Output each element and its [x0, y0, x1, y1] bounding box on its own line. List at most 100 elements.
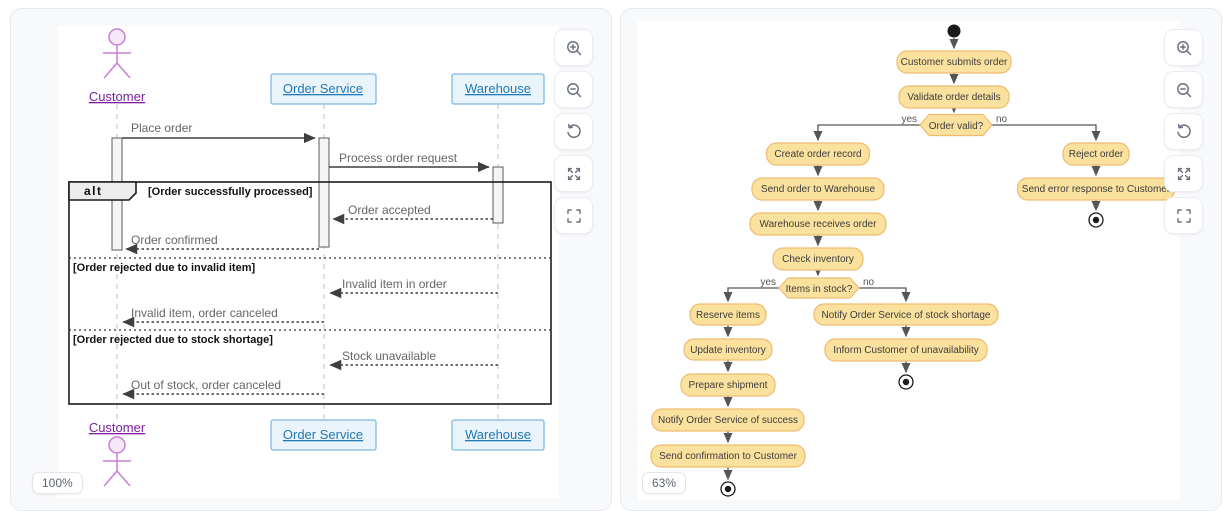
alt-operator-label: alt: [84, 184, 103, 198]
participant-warehouse-bottom: Warehouse: [451, 419, 545, 451]
branch-label-yes: yes: [901, 114, 917, 125]
activity-node: Notify Order Service of stock shortage: [813, 303, 999, 326]
right-toolbar: [1164, 29, 1203, 234]
message-label: Invalid item in order: [342, 277, 447, 291]
alt-operator-pentagon: [68, 181, 137, 201]
message-label: Order confirmed: [131, 233, 218, 247]
activity-diagram-panel: Customer submits order Validate order de…: [620, 8, 1222, 511]
zoom-level-badge: 100%: [32, 472, 83, 494]
activation-order-service: [318, 137, 330, 248]
activity-node: Prepare shipment: [680, 373, 776, 397]
svg-text:Update inventory: Update inventory: [690, 345, 766, 356]
left-toolbar: [554, 29, 593, 234]
activity-node: Notify Order Service of success: [651, 408, 805, 432]
reset-view-icon: [566, 123, 581, 138]
final-node: [1088, 212, 1104, 228]
svg-text:Reject order: Reject order: [1069, 149, 1124, 160]
alt-fragment: alt [Order successfully processed] [Orde…: [68, 181, 552, 405]
activity-node: Warehouse receives order: [749, 212, 887, 236]
participant-label: Order Service: [283, 81, 363, 96]
expand-button[interactable]: [1164, 155, 1203, 192]
start-node: [947, 24, 961, 38]
participant-order-service-bottom: Order Service: [270, 419, 377, 451]
participant-warehouse-top: Warehouse: [451, 73, 545, 105]
activity-node: Create order record: [765, 142, 871, 166]
message-label: Place order: [131, 121, 192, 135]
svg-text:Create order record: Create order record: [774, 149, 861, 160]
alt-condition-3: [Order rejected due to stock shortage]: [73, 334, 273, 346]
participant-label: Warehouse: [465, 427, 531, 442]
svg-text:Notify Order Service of succes: Notify Order Service of success: [658, 415, 798, 426]
svg-text:Warehouse receives order: Warehouse receives order: [760, 219, 878, 230]
sequence-diagram-panel: alt [Order successfully processed] [Orde…: [10, 8, 612, 511]
message-label: Invalid item, order canceled: [131, 306, 278, 320]
activity-diagram: Customer submits order Validate order de…: [650, 24, 1176, 497]
activity-node: Send error response to Customer: [1016, 177, 1176, 201]
actor-label: Customer: [89, 89, 146, 104]
activity-node: Customer submits order: [896, 50, 1012, 74]
branch-label-no: no: [996, 114, 1008, 125]
activity-diagram-canvas[interactable]: Customer submits order Validate order de…: [638, 21, 1180, 500]
actor-customer-top: Customer: [89, 28, 146, 104]
svg-text:Check inventory: Check inventory: [782, 254, 854, 265]
zoom-out-button[interactable]: [1164, 71, 1203, 108]
message-label: Stock unavailable: [342, 349, 436, 363]
svg-text:Prepare shipment: Prepare shipment: [689, 380, 768, 391]
activity-flow-arrows: [723, 38, 1101, 481]
fullscreen-icon: [1176, 208, 1191, 223]
final-node: [720, 481, 736, 497]
zoom-out-icon: [1176, 82, 1191, 97]
activation-warehouse: [492, 166, 504, 224]
participant-label: Order Service: [283, 427, 363, 442]
alt-condition-1: [Order successfully processed]: [148, 186, 313, 198]
zoom-out-button[interactable]: [554, 71, 593, 108]
fullscreen-icon: [566, 208, 581, 223]
reset-view-button[interactable]: [1164, 113, 1203, 150]
svg-text:Customer submits order: Customer submits order: [901, 57, 1008, 68]
svg-text:Validate order details: Validate order details: [907, 92, 1000, 103]
activity-node: Check inventory: [772, 247, 864, 271]
expand-button[interactable]: [554, 155, 593, 192]
svg-text:Send confirmation to Customer: Send confirmation to Customer: [659, 451, 798, 462]
reset-view-button[interactable]: [554, 113, 593, 150]
branch-label-yes: yes: [760, 277, 776, 288]
message-label: Process order request: [339, 151, 458, 165]
activity-node: Update inventory: [683, 338, 773, 361]
svg-text:Send order to Warehouse: Send order to Warehouse: [761, 184, 876, 195]
activity-node: Send order to Warehouse: [751, 177, 885, 201]
svg-text:Send error response to Custome: Send error response to Customer: [1022, 184, 1171, 195]
participant-label: Warehouse: [465, 81, 531, 96]
activity-node: Send confirmation to Customer: [650, 444, 806, 468]
decision-order-valid: Order valid? yes no: [901, 113, 1008, 137]
zoom-in-button[interactable]: [554, 29, 593, 66]
sequence-diagram-canvas[interactable]: alt [Order successfully processed] [Orde…: [58, 26, 559, 498]
zoom-out-icon: [566, 82, 581, 97]
fullscreen-button[interactable]: [554, 197, 593, 234]
alt-condition-2: [Order rejected due to invalid item]: [73, 262, 255, 274]
branch-label-no: no: [863, 277, 875, 288]
activity-node: Inform Customer of unavailability: [824, 338, 988, 362]
actor-customer-bottom: Customer: [89, 420, 146, 487]
activity-node: Reserve items: [689, 303, 767, 326]
zoom-in-icon: [1176, 40, 1191, 55]
svg-text:Reserve items: Reserve items: [696, 310, 760, 321]
actor-label: Customer: [89, 420, 146, 435]
activity-node: Validate order details: [898, 85, 1010, 109]
reset-view-icon: [1176, 123, 1191, 138]
sequence-diagram: alt [Order successfully processed] [Orde…: [68, 28, 552, 487]
svg-text:Order valid?: Order valid?: [929, 121, 984, 132]
zoom-level-badge: 63%: [642, 472, 687, 494]
message-label: Order accepted: [348, 203, 431, 217]
activity-node: Reject order: [1062, 142, 1130, 166]
fullscreen-button[interactable]: [1164, 197, 1203, 234]
decision-items-in-stock: Items in stock? yes no: [760, 277, 875, 299]
zoom-in-button[interactable]: [1164, 29, 1203, 66]
final-node: [898, 374, 914, 390]
zoom-in-icon: [566, 40, 581, 55]
message-label: Out of stock, order canceled: [131, 378, 281, 392]
participant-order-service-top: Order Service: [270, 73, 377, 105]
expand-icon: [567, 167, 580, 180]
svg-text:Items in stock?: Items in stock?: [786, 284, 853, 295]
expand-icon: [1177, 167, 1190, 180]
svg-text:Notify Order Service of stock: Notify Order Service of stock shortage: [822, 310, 991, 321]
